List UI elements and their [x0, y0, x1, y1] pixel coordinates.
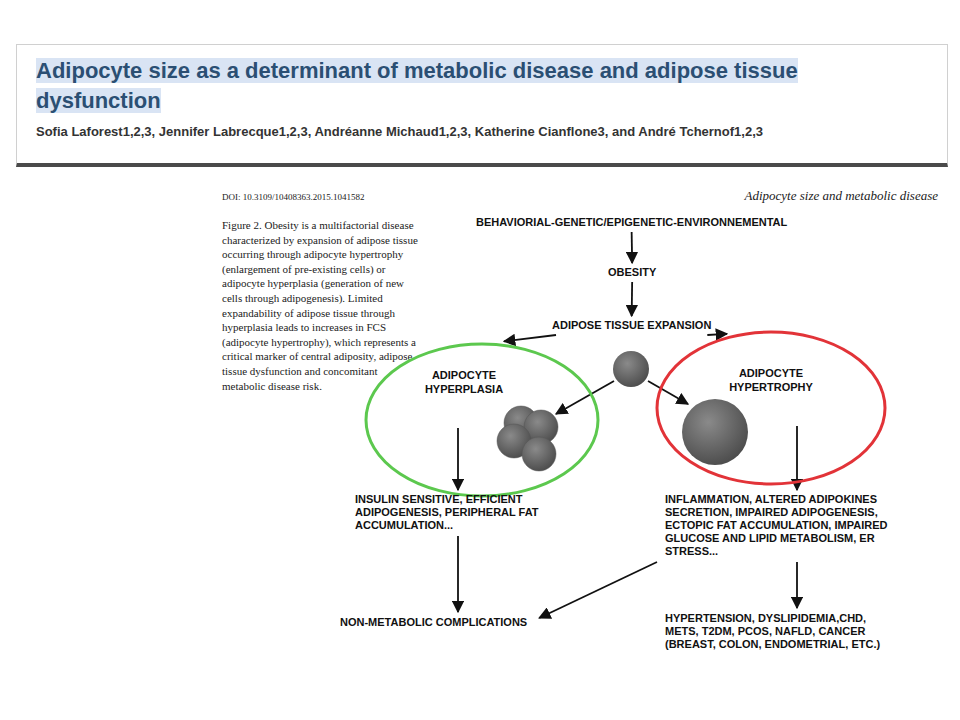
- oval-node: ADIPOCYTE HYPERTROPHY: [655, 330, 887, 486]
- paper-title: Adipocyte size as a determinant of metab…: [36, 56, 916, 116]
- node-text: OBESITY: [608, 266, 656, 279]
- flow-arrow: [631, 282, 633, 316]
- oval-heading: ADIPOCYTE HYPERTROPHY: [719, 366, 823, 394]
- running-head: Adipocyte size and metabolic disease: [744, 188, 938, 204]
- text-node: ADIPOSE TISSUE EXPANSION: [552, 319, 711, 332]
- node-text: INSULIN SENSITIVE, EFFICIENT ADIPOGENESI…: [355, 493, 575, 532]
- text-node: INSULIN SENSITIVE, EFFICIENT ADIPOGENESI…: [355, 493, 575, 532]
- small-adipocyte: [613, 351, 649, 387]
- oval-outline: [364, 342, 600, 498]
- flow-arrow: [504, 335, 556, 341]
- text-node: NON-METABOLIC COMPLICATIONS: [340, 616, 527, 629]
- doi-label: DOI: 10.3109/10408363.2015.1041582: [222, 192, 365, 202]
- flow-arrow: [457, 536, 459, 612]
- author-list: Sofia Laforest1,2,3, Jennifer Labrecque1…: [36, 124, 926, 140]
- oval-outline: [657, 332, 885, 484]
- node-text: NON-METABOLIC COMPLICATIONS: [340, 616, 527, 629]
- flow-arrow: [539, 562, 657, 618]
- text-node: BEHAVIORIAL-GENETIC/EPIGENETIC-ENVIRONNE…: [476, 216, 787, 229]
- illustration-arrow: [648, 381, 688, 404]
- oval-outline: [655, 330, 887, 486]
- hypertrophic-cell: [682, 399, 748, 465]
- flow-arrow: [796, 562, 798, 608]
- flow-arrow: [631, 232, 633, 263]
- node-text: BEHAVIORIAL-GENETIC/EPIGENETIC-ENVIRONNE…: [476, 216, 787, 229]
- node-text: INFLAMMATION, ALTERED ADIPOKINES SECRETI…: [665, 493, 897, 558]
- node-text: ADIPOSE TISSUE EXPANSION: [552, 319, 711, 332]
- figure-caption: Figure 2. Obesity is a multifactorial di…: [222, 218, 422, 393]
- text-node: OBESITY: [608, 266, 656, 279]
- node-text: HYPERTENSION, DYSLIPIDEMIA,CHD, METS, T2…: [665, 612, 897, 651]
- text-node: INFLAMMATION, ALTERED ADIPOKINES SECRETI…: [665, 493, 897, 558]
- flow-arrow: [707, 334, 727, 335]
- oval-outline: [366, 344, 598, 496]
- hyperplastic-cell: [522, 437, 556, 471]
- paper-title-text: Adipocyte size as a determinant of metab…: [36, 58, 798, 113]
- oval-node: ADIPOCYTE HYPERPLASIA: [364, 342, 600, 498]
- text-node: HYPERTENSION, DYSLIPIDEMIA,CHD, METS, T2…: [665, 612, 897, 651]
- flow-arrow: [457, 428, 459, 490]
- oval-heading: ADIPOCYTE HYPERPLASIA: [416, 368, 512, 396]
